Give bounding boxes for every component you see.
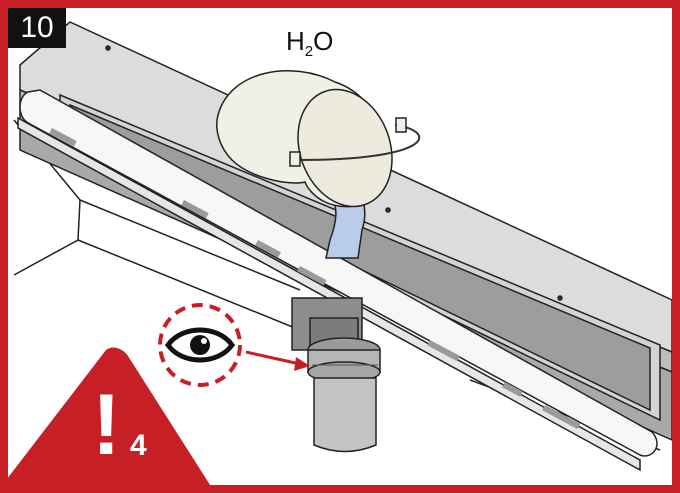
formula-subscript: 2 — [304, 43, 314, 61]
water-formula-label: H2O — [286, 26, 333, 60]
formula-o: O — [313, 26, 334, 56]
formula-h: H — [286, 26, 305, 56]
drain-outlet — [291, 297, 381, 453]
step-number-badge: 10 — [8, 8, 66, 48]
bucket — [216, 70, 421, 208]
warning-exclamation: ! — [92, 377, 121, 473]
warning-number: 4 — [130, 429, 147, 462]
inspection-marker — [158, 303, 310, 387]
warning-triangle — [0, 347, 212, 488]
eye-icon — [164, 327, 236, 363]
grate-cover — [17, 89, 658, 472]
